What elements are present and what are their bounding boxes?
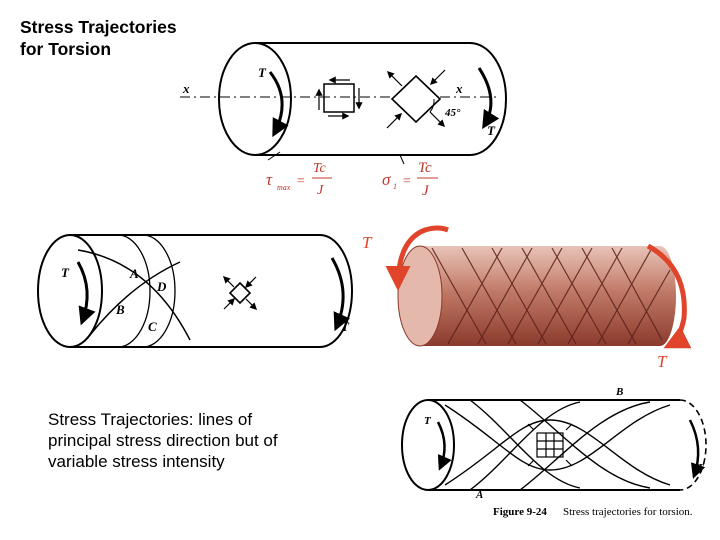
x-axis-label-left: x bbox=[182, 81, 190, 96]
point-c-label: C bbox=[148, 319, 157, 334]
svg-text:τ: τ bbox=[266, 170, 273, 189]
torque-label-right: T bbox=[697, 462, 705, 474]
sigma-one-equation: σ 1 = Tc J bbox=[382, 160, 438, 199]
point-a-label: A bbox=[475, 489, 483, 501]
svg-text:Tc: Tc bbox=[313, 161, 327, 176]
point-a-label: A bbox=[129, 266, 139, 281]
rotated-element-diamond bbox=[390, 74, 442, 124]
svg-text:=: = bbox=[402, 174, 411, 189]
torque-arrow-right-icon bbox=[477, 67, 500, 130]
torque-arrow-left-icon bbox=[268, 71, 289, 138]
svg-text:J: J bbox=[422, 183, 430, 199]
torque-label-left: T bbox=[258, 65, 267, 80]
torque-label-right: T bbox=[487, 123, 496, 138]
x-axis-label-right: x bbox=[455, 81, 463, 96]
torque-arrow-right-icon bbox=[330, 257, 351, 332]
angle-label: 45° bbox=[444, 107, 461, 119]
torsion-specimen-photo: T T bbox=[362, 225, 692, 371]
point-b-label: B bbox=[115, 302, 125, 317]
torque-arrow-right-icon bbox=[688, 419, 706, 479]
figure-caption: Stress trajectories for torsion. bbox=[563, 506, 693, 518]
photo-torque-label-bottom: T bbox=[657, 352, 668, 371]
middle-shaft-diagram: T T A B C D bbox=[37, 234, 353, 348]
svg-text:J: J bbox=[317, 183, 324, 198]
svg-text:1: 1 bbox=[393, 182, 397, 191]
svg-text:Tc: Tc bbox=[418, 160, 432, 176]
tau-max-equation: τ max = Tc J bbox=[266, 161, 332, 198]
svg-text:=: = bbox=[296, 174, 305, 189]
slide-title: Stress Trajectories for Torsion bbox=[20, 17, 177, 59]
bottom-shaft-diagram: T T A B Figure 9-24 Stress trajectories … bbox=[401, 386, 707, 518]
svg-text:max: max bbox=[277, 183, 291, 192]
photo-torque-arrow-top-icon bbox=[385, 225, 449, 291]
figure-number: Figure 9-24 bbox=[493, 506, 547, 518]
caption-text: Stress Trajectories: lines of principal … bbox=[48, 410, 278, 471]
point-b-label: B bbox=[615, 386, 623, 398]
top-shaft-diagram: x x T T 45° bbox=[180, 42, 507, 165]
svg-text:σ: σ bbox=[382, 170, 391, 189]
torque-arrow-left-icon bbox=[76, 261, 96, 326]
torque-label-right: T bbox=[341, 319, 350, 334]
torque-label-left: T bbox=[61, 265, 70, 280]
shear-element-square bbox=[323, 83, 355, 113]
torque-label-left: T bbox=[424, 415, 432, 427]
stress-grid-element bbox=[527, 423, 573, 467]
torque-arrow-left-icon bbox=[436, 421, 452, 471]
photo-torque-arrow-bottom-icon bbox=[646, 243, 692, 349]
point-d-label: D bbox=[156, 279, 167, 294]
photo-torque-label-top: T bbox=[362, 233, 373, 252]
